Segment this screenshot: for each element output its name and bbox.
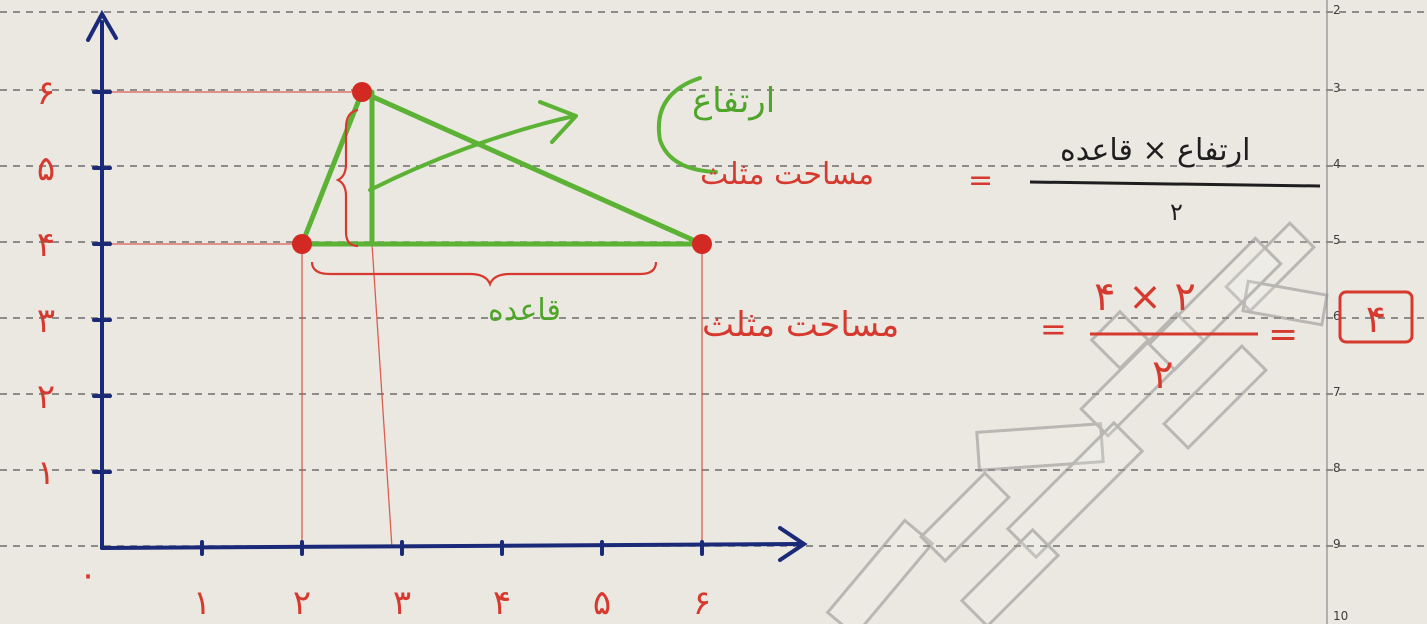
height-arrow-icon <box>368 114 576 192</box>
formula-fraction-bar <box>1029 180 1321 188</box>
line-number: 8 <box>1333 461 1341 475</box>
y-tick-label: ۶ <box>37 73 55 113</box>
x-tick-label: ۴ <box>493 583 511 623</box>
height-label: ارتفاع <box>692 81 775 121</box>
x-axis-arrow-icon <box>778 526 808 562</box>
formula-denominator: ۲ <box>1170 198 1183 226</box>
line-number: 7 <box>1333 385 1341 399</box>
area-label-top: مساحت مثلث <box>700 157 874 192</box>
height-brace <box>335 108 359 248</box>
origin-label: ۰ <box>79 555 97 595</box>
x-tick-label: ۱ <box>193 583 211 623</box>
result-box <box>1338 290 1414 344</box>
result-value: ۴ <box>1366 297 1386 341</box>
coordinate-axes <box>86 9 808 562</box>
equals-sign-calc: = <box>1040 310 1067 348</box>
equals-sign-top: = <box>968 163 993 198</box>
x-tick-label: ۲ <box>293 583 311 623</box>
triangle-side-left <box>299 89 365 247</box>
calc-denominator: ۲ <box>1152 352 1173 398</box>
arrow-head-icon <box>538 100 578 144</box>
vertex-point <box>352 82 372 102</box>
equals-sign-result: = <box>1268 314 1298 355</box>
ruled-lines <box>0 11 1427 547</box>
x-tick-label: ۳ <box>393 583 411 623</box>
y-tick-label: ۲ <box>37 377 55 417</box>
guide-line <box>371 243 393 549</box>
area-label-calc: مساحت مثلث <box>702 305 899 345</box>
height-label-bracket <box>656 76 718 174</box>
calc-numerator: ۴ × ۲ <box>1094 274 1196 320</box>
axis-ticks <box>92 90 704 556</box>
base-brace <box>310 261 658 287</box>
line-number: 10 <box>1333 609 1348 623</box>
x-tick-labels: ۱ ۲ ۳ ۴ ۵ ۶ <box>193 583 711 623</box>
y-tick-label: ۱ <box>37 453 55 493</box>
line-number: 6 <box>1333 309 1341 323</box>
line-numbers: 2 3 4 5 6 7 8 9 10 <box>1333 3 1348 623</box>
x-axis <box>100 542 802 550</box>
triangle-side-right <box>359 89 705 247</box>
line-number: 9 <box>1333 537 1341 551</box>
vertex-point <box>292 234 312 254</box>
y-tick-label: ۴ <box>37 225 55 265</box>
y-tick-labels: ۱ ۲ ۳ ۴ ۵ ۶ <box>37 73 55 493</box>
x-tick-label: ۶ <box>693 583 711 623</box>
vertex-point <box>692 234 712 254</box>
line-number: 3 <box>1333 81 1341 95</box>
line-number: 4 <box>1333 157 1341 171</box>
y-axis-arrow-icon <box>86 9 118 42</box>
guide-lines <box>102 91 703 549</box>
y-tick-label: ۵ <box>37 149 55 189</box>
triangle <box>292 82 712 254</box>
formula-numerator: ارتفاع × قاعده <box>1060 133 1250 168</box>
y-tick-label: ۳ <box>37 301 55 341</box>
line-number: 5 <box>1333 233 1341 247</box>
line-number: 2 <box>1333 3 1341 17</box>
watermark-logo <box>825 221 1329 624</box>
x-tick-label: ۵ <box>593 583 611 623</box>
base-label: قاعده <box>488 293 561 328</box>
